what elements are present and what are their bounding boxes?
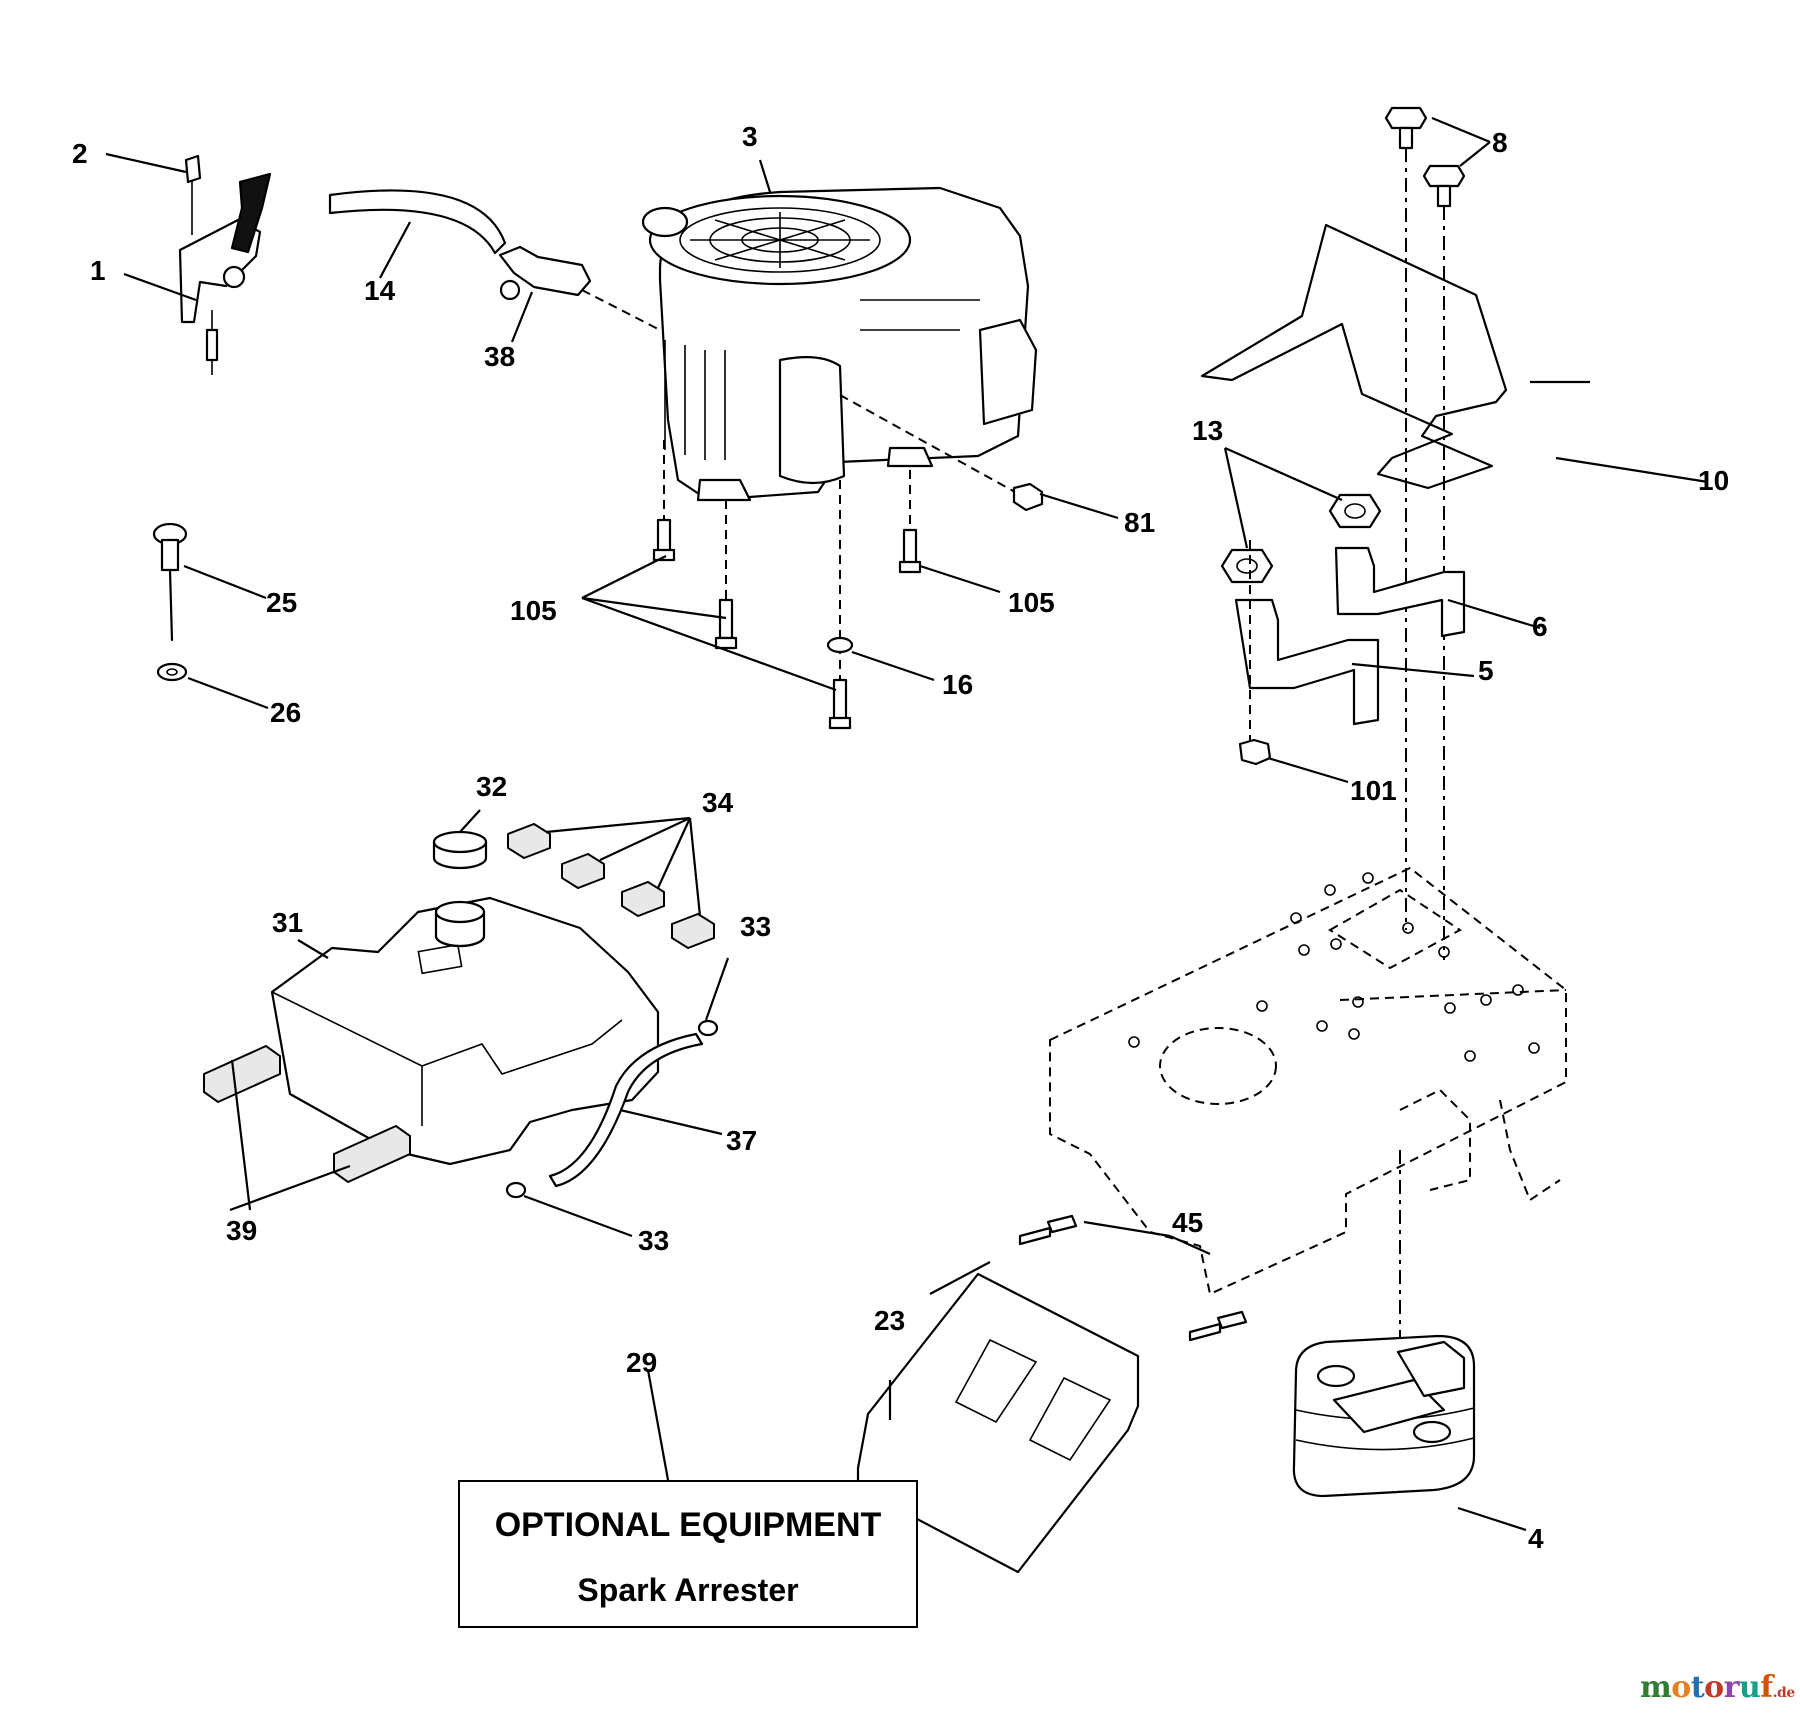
callout-38: 38 (484, 341, 515, 372)
callout-34: 34 (702, 787, 734, 818)
callout-31: 31 (272, 907, 303, 938)
heat-shield-part (1200, 223, 1508, 490)
exhaust-pipes-part (1234, 540, 1466, 760)
nut-101-part (1238, 738, 1272, 766)
callout-32: 32 (476, 771, 507, 802)
callout-26: 26 (270, 697, 301, 728)
frame-plate-part (1049, 866, 1567, 1296)
logo-letter: m (1640, 1670, 1672, 1705)
logo-letter: u (1738, 1670, 1761, 1705)
callout-33-bottom: 33 (638, 1225, 669, 1256)
muffler-part (1292, 1334, 1476, 1498)
callout-4: 4 (1528, 1523, 1544, 1554)
callout-105-left: 105 (510, 595, 557, 626)
callout-1: 1 (90, 255, 106, 286)
gaskets-13-part (1220, 493, 1382, 584)
callout-45: 45 (1172, 1207, 1203, 1238)
logo-letter: r (1723, 1670, 1740, 1705)
callout-16: 16 (942, 669, 973, 700)
dipstick-part (152, 522, 188, 682)
spark-arrester-label: Spark Arrester (577, 1572, 799, 1608)
callout-6: 6 (1532, 611, 1548, 642)
optional-equipment-title: OPTIONAL EQUIPMENT (494, 1506, 882, 1544)
callout-5: 5 (1478, 655, 1494, 686)
callout-2: 2 (72, 138, 88, 169)
motoruf-logo: motoruf.de (1640, 1670, 1795, 1705)
logo-letter: o (1671, 1670, 1691, 1705)
callout-25: 25 (266, 587, 297, 618)
fuel-hose-part (505, 1019, 719, 1199)
callout-13: 13 (1192, 415, 1223, 446)
callout-8: 8 (1492, 127, 1508, 158)
optional-equipment-box: OPTIONAL EQUIPMENT Spark Arrester (458, 1480, 918, 1628)
callout-10: 10 (1698, 465, 1729, 496)
callout-81: 81 (1124, 507, 1155, 538)
fuel-tank-part (203, 822, 715, 1184)
engine-part (641, 186, 1038, 502)
throttle-control-part (178, 154, 272, 375)
foam-pads-34-part (507, 822, 715, 950)
muffler-guard-part (856, 1214, 1248, 1574)
callout-14: 14 (364, 275, 396, 306)
callout-39: 39 (226, 1215, 257, 1246)
fuel-line-part (328, 189, 661, 331)
leader-lines (105, 116, 1709, 1532)
callout-101: 101 (1350, 775, 1397, 806)
callout-33-top: 33 (740, 911, 771, 942)
engine-bolts-part (652, 440, 1044, 730)
bolts-8-part (1384, 106, 1466, 960)
callout-23: 23 (874, 1305, 905, 1336)
callout-29: 29 (626, 1347, 657, 1378)
callout-3: 3 (742, 121, 758, 152)
logo-letter: t (1690, 1670, 1705, 1705)
callout-105-right: 105 (1008, 587, 1055, 618)
logo-tld: .de (1772, 1685, 1796, 1701)
logo-letter: o (1704, 1670, 1724, 1705)
fuel-cap-part (432, 830, 488, 870)
callout-37: 37 (726, 1125, 757, 1156)
callout-labels: 2 1 3 4 5 6 8 10 13 14 16 23 25 26 29 31… (72, 121, 1729, 1554)
logo-letter: f (1760, 1670, 1773, 1705)
